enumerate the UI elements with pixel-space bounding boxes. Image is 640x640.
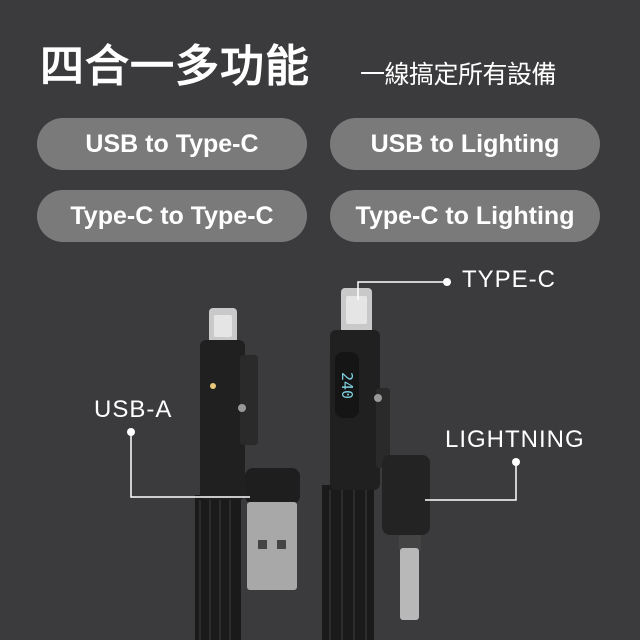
mode-usb-to-lighting: USB to Lighting	[330, 118, 600, 170]
display-readout: 240	[338, 372, 356, 399]
mode-type-c-to-lighting: Type-C to Lighting	[330, 190, 600, 242]
usb-a-plug	[247, 502, 297, 590]
right-cable: 240	[322, 288, 430, 640]
mode-usb-to-type-c: USB to Type-C	[37, 118, 307, 170]
mode-type-c-to-type-c: Type-C to Type-C	[37, 190, 307, 242]
page-title: 四合一多功能	[40, 41, 310, 92]
left-cable	[195, 308, 300, 640]
callout-type-c: TYPE-C	[462, 266, 557, 293]
callout-lightning: LIGHTNING	[445, 426, 585, 453]
lightning-plug	[400, 548, 419, 620]
callout-usb-a: USB-A	[94, 396, 173, 423]
page-subtitle: 一線搞定所有設備	[360, 60, 557, 89]
